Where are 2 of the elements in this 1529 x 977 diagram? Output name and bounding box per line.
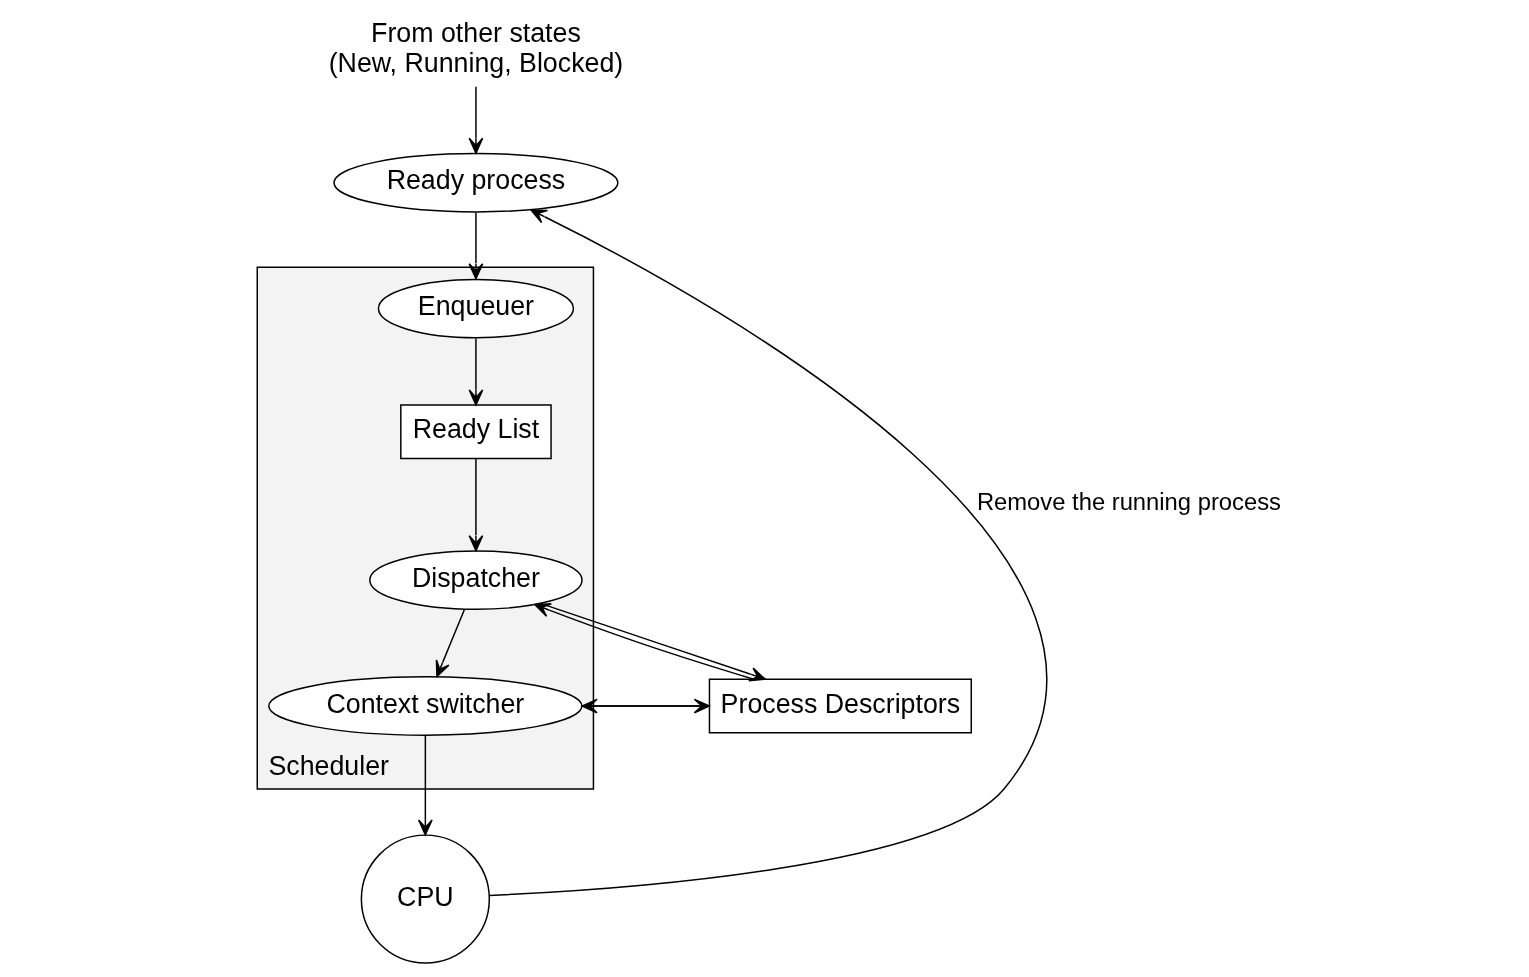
node-text: From other states (New, Running, Blocked) bbox=[328, 17, 624, 78]
edge-label: Remove the running process bbox=[976, 487, 1281, 515]
